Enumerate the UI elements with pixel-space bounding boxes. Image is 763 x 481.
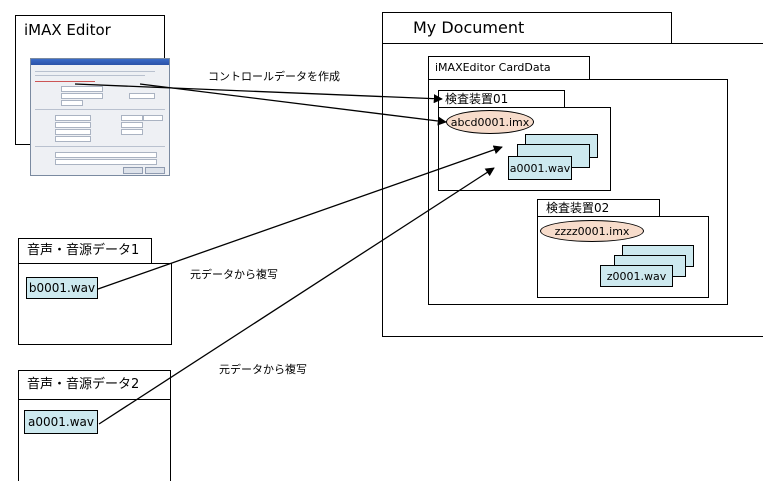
carddata-title: iMAXEditor CardData [435, 61, 551, 74]
source2-file: a0001.wav [24, 410, 98, 434]
thumbnail-button [123, 167, 143, 174]
create-control-data-label: コントロールデータを作成 [208, 70, 340, 83]
device2-imx-file: zzzz0001.imx [540, 220, 644, 242]
source2-title: 音声・音源データ2 [27, 377, 140, 392]
device1-tab: 検査装置01 [438, 90, 565, 108]
device2-title: 検査装置02 [546, 201, 610, 215]
source1-tab: 音声・音源データ1 [18, 238, 152, 264]
thumbnail-button [145, 167, 165, 174]
copy-label-2: 元データから複写 [219, 363, 307, 376]
device1-title: 検査装置01 [445, 92, 509, 106]
my-document-panel: My Document [382, 12, 672, 44]
source1-file: b0001.wav [26, 277, 98, 299]
carddata-tab: iMAXEditor CardData [428, 56, 590, 80]
editor-screenshot-thumbnail [30, 58, 170, 176]
my-document-title: My Document [413, 18, 525, 37]
device2-tab: 検査装置02 [537, 199, 660, 217]
source1-body [18, 263, 172, 345]
source1-title: 音声・音源データ1 [27, 243, 140, 258]
device1-imx-file: abcd0001.imx [446, 110, 534, 134]
thumbnail-titlebar [31, 59, 169, 65]
device1-wav-file: a0001.wav [508, 156, 572, 180]
source2-tab: 音声・音源データ2 [18, 370, 171, 400]
copy-label-1: 元データから複写 [190, 268, 278, 281]
device2-wav-file: z0001.wav [600, 265, 673, 287]
imax-editor-title: iMAX Editor [24, 21, 111, 39]
